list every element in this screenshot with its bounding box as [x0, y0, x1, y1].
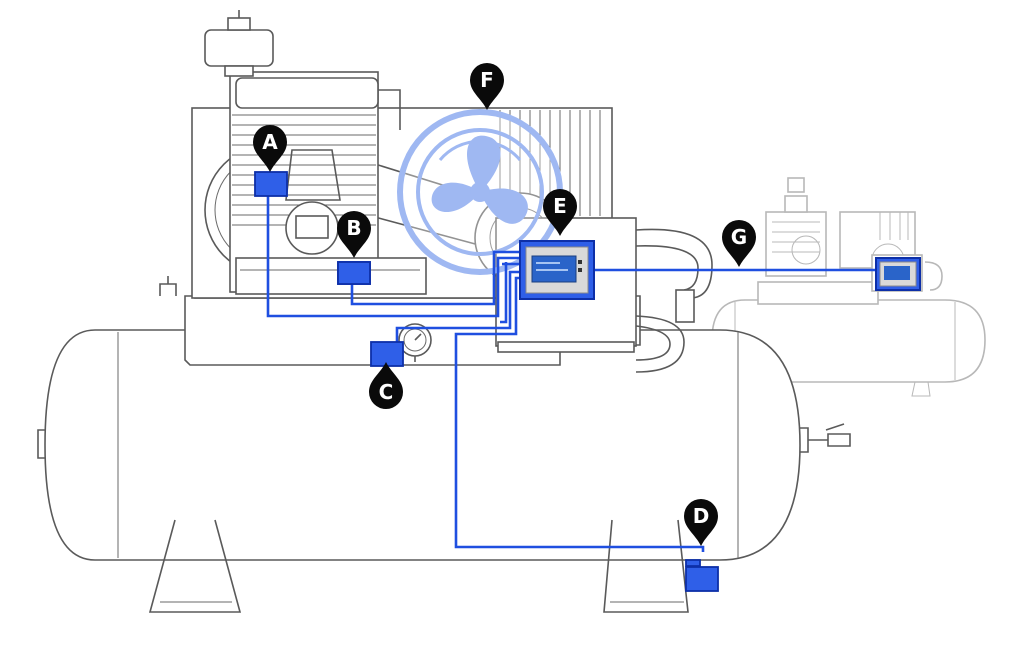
marker-d[interactable]: D: [684, 499, 718, 546]
marker-g-label: G: [731, 225, 747, 249]
marker-g[interactable]: G: [722, 220, 756, 267]
marker-d-label: D: [693, 504, 710, 528]
fan-icon: [397, 109, 563, 275]
marker-c[interactable]: C: [369, 362, 403, 409]
secondary-controller-display-icon[interactable]: [875, 257, 921, 291]
marker-f[interactable]: F: [470, 63, 504, 110]
sensor-c[interactable]: [370, 341, 404, 367]
marker-b-label: B: [346, 216, 361, 240]
sensor-b[interactable]: [337, 261, 371, 285]
intake-filter: [204, 10, 274, 77]
sensor-d[interactable]: [685, 559, 719, 592]
sensor-a[interactable]: [254, 171, 288, 197]
marker-e-label: E: [553, 194, 567, 218]
marker-c-label: C: [379, 380, 394, 404]
sensor-wiring: [266, 195, 880, 552]
marker-b[interactable]: B: [337, 211, 371, 258]
pressure-gauge-icon: [398, 323, 432, 362]
controller-display-icon[interactable]: [519, 240, 595, 300]
marker-e[interactable]: E: [543, 189, 577, 236]
marker-f-label: F: [480, 68, 494, 92]
marker-a-label: A: [262, 130, 278, 154]
marker-a[interactable]: A: [253, 125, 287, 172]
